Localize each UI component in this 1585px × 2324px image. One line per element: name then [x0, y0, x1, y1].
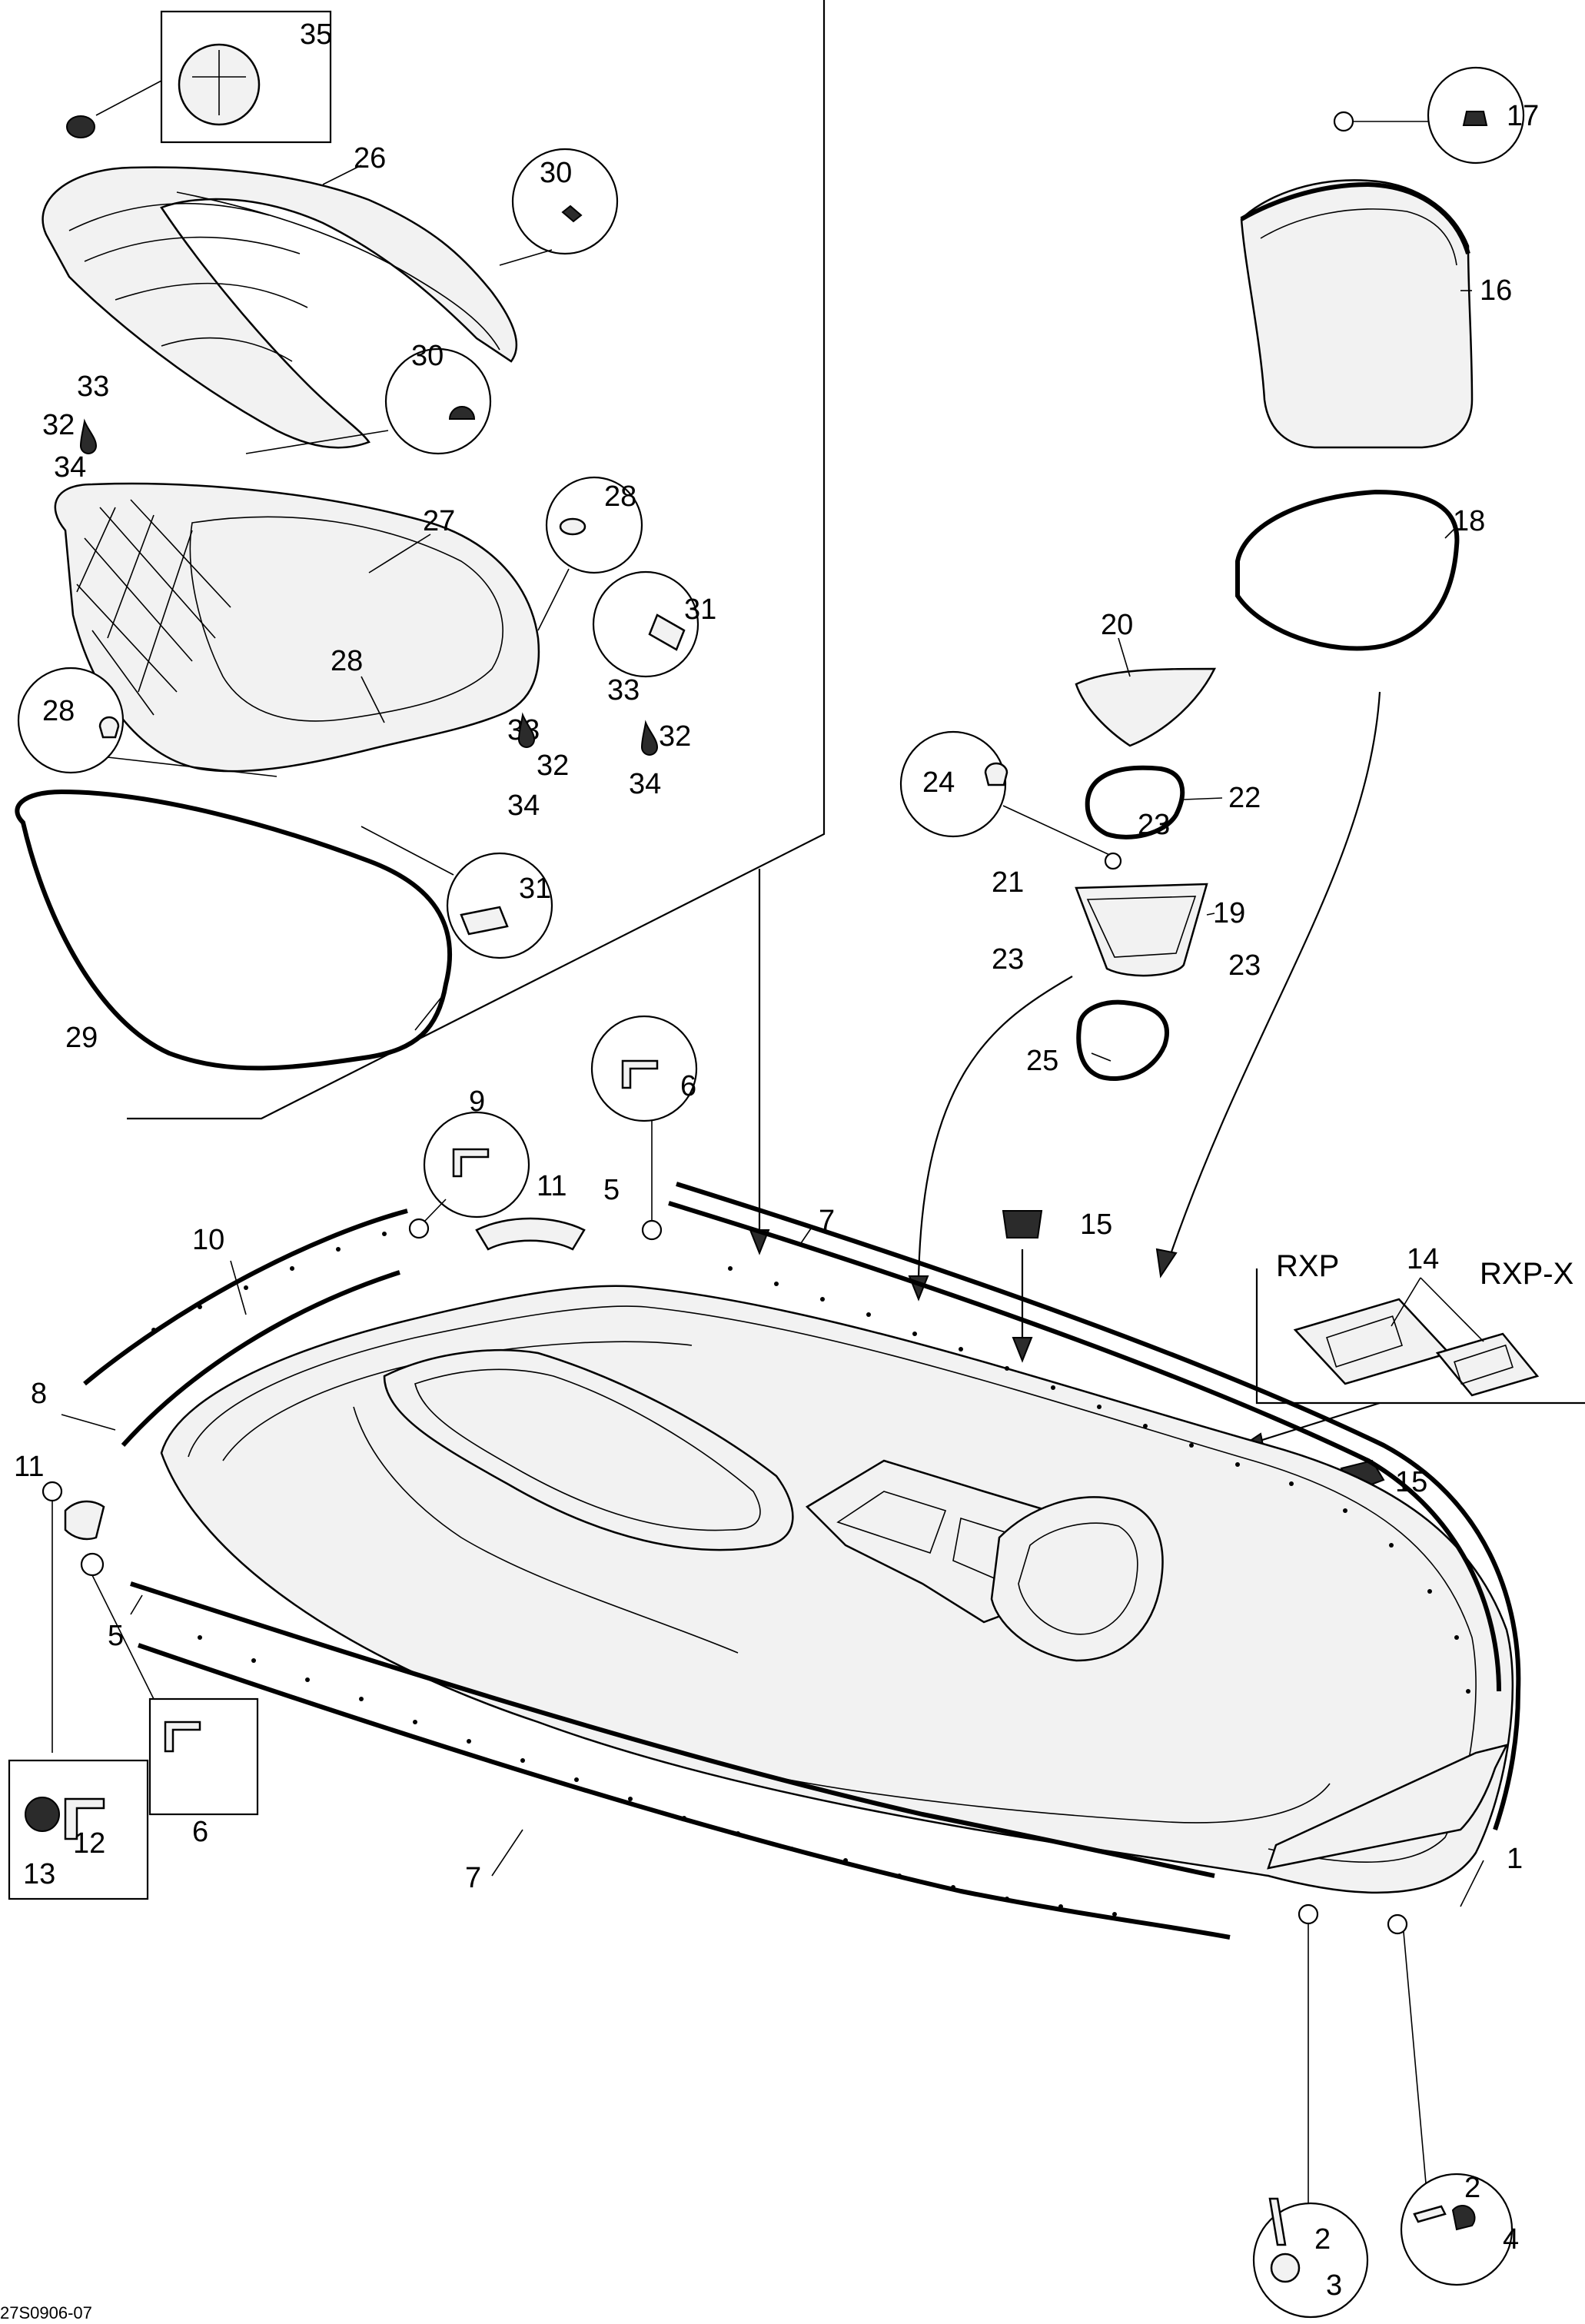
- callout-label: 3: [1326, 2269, 1342, 2302]
- fastener-dots: [151, 1232, 1470, 1917]
- callout-label: 1: [1507, 1843, 1523, 1875]
- callout-label: 35: [300, 18, 332, 51]
- callout-label: 22: [1228, 782, 1261, 814]
- callout-label: 15: [1395, 1466, 1427, 1498]
- hull-detail-bubbles: [8, 1015, 1514, 2319]
- variant-labels: RXP RXP-X: [1276, 1249, 1573, 1291]
- callout-label: 29: [65, 1022, 98, 1054]
- storage-bubbles: [899, 730, 1122, 870]
- callout-label: 18: [1453, 505, 1485, 537]
- variant-label-rxp: RXP: [1276, 1249, 1339, 1283]
- callout-label: 26: [354, 142, 386, 175]
- callout-labels: 1 2 2 3 4 5 5 6 6 7 7 8 9 10 11 11 12 13…: [14, 18, 1539, 2302]
- deck-hull: [160, 1285, 1514, 1894]
- callout-label: 30: [411, 340, 444, 372]
- glove-box-tray: [1075, 883, 1208, 977]
- callout-label: 15: [1080, 1209, 1112, 1241]
- callout-label: 14: [1407, 1243, 1439, 1275]
- callout-label: 7: [819, 1205, 835, 1237]
- callout-label: 9: [469, 1086, 485, 1118]
- leader-lines: [61, 165, 1484, 1907]
- callout-label: 17: [1507, 100, 1539, 132]
- storage-arrows: [749, 691, 1381, 1454]
- callout-label: 4: [1503, 2223, 1519, 2256]
- callout-label: 23: [992, 943, 1024, 976]
- callout-label: 12: [73, 1827, 105, 1860]
- callout-label: 27: [423, 505, 455, 537]
- callout-label: 6: [680, 1070, 696, 1102]
- callout-label: 32: [537, 750, 569, 782]
- callout-label: 16: [1480, 274, 1512, 307]
- callout-label: 34: [629, 768, 661, 800]
- callout-label: 34: [54, 451, 86, 484]
- callout-label: 10: [192, 1224, 224, 1256]
- glove-box-lid: [1075, 667, 1217, 747]
- section-dividers: [127, 0, 1585, 1405]
- drop-icon: [79, 418, 659, 756]
- callout-label: 5: [603, 1174, 620, 1206]
- callout-label: 6: [192, 1816, 208, 1848]
- rub-strips: [64, 1182, 1521, 1940]
- bin-gasket: [1235, 489, 1460, 651]
- drawing-code: 27S0906-07: [0, 2303, 92, 2322]
- seat-base: [54, 482, 540, 773]
- callout-label: 30: [540, 157, 572, 189]
- callout-label: 20: [1101, 609, 1133, 641]
- callout-label: 32: [659, 720, 691, 753]
- seat-strap-seal: [15, 789, 453, 1071]
- callout-label: 34: [507, 790, 540, 822]
- gauge-inset: [66, 10, 332, 144]
- callout-label: 25: [1026, 1045, 1058, 1077]
- callout-label: 11: [14, 1451, 44, 1483]
- callout-label: 21: [992, 866, 1024, 899]
- tray-gasket: [1076, 999, 1169, 1082]
- callout-label: 33: [607, 674, 640, 707]
- callout-label: 28: [331, 645, 363, 677]
- callout-label: 13: [23, 1858, 55, 1890]
- variant-label-rxp-x: RXP-X: [1480, 1257, 1573, 1291]
- callout-label: 31: [519, 873, 551, 905]
- seat-detail-bubbles: [17, 148, 699, 959]
- callout-label: 11: [537, 1170, 567, 1202]
- storage-bin: [1240, 66, 1525, 449]
- callout-label: 33: [77, 371, 109, 403]
- callout-label: 28: [604, 480, 636, 513]
- glove-box-seal: [1085, 765, 1185, 839]
- seat-cover: [42, 166, 518, 449]
- callout-label: 23: [1228, 949, 1261, 982]
- callout-label: 7: [465, 1862, 481, 1894]
- callout-label: 2: [1464, 2172, 1480, 2204]
- callout-label: 24: [922, 766, 955, 799]
- callout-label: 2: [1314, 2223, 1331, 2256]
- callout-label: 8: [31, 1378, 47, 1410]
- callout-label: 31: [684, 593, 716, 626]
- callout-label: 19: [1213, 897, 1245, 929]
- callout-label: 28: [42, 695, 75, 727]
- callout-label: 23: [1138, 809, 1170, 841]
- plate-gaskets: [1293, 1277, 1540, 1397]
- callout-label: 5: [108, 1620, 124, 1652]
- callout-label: 32: [42, 409, 75, 441]
